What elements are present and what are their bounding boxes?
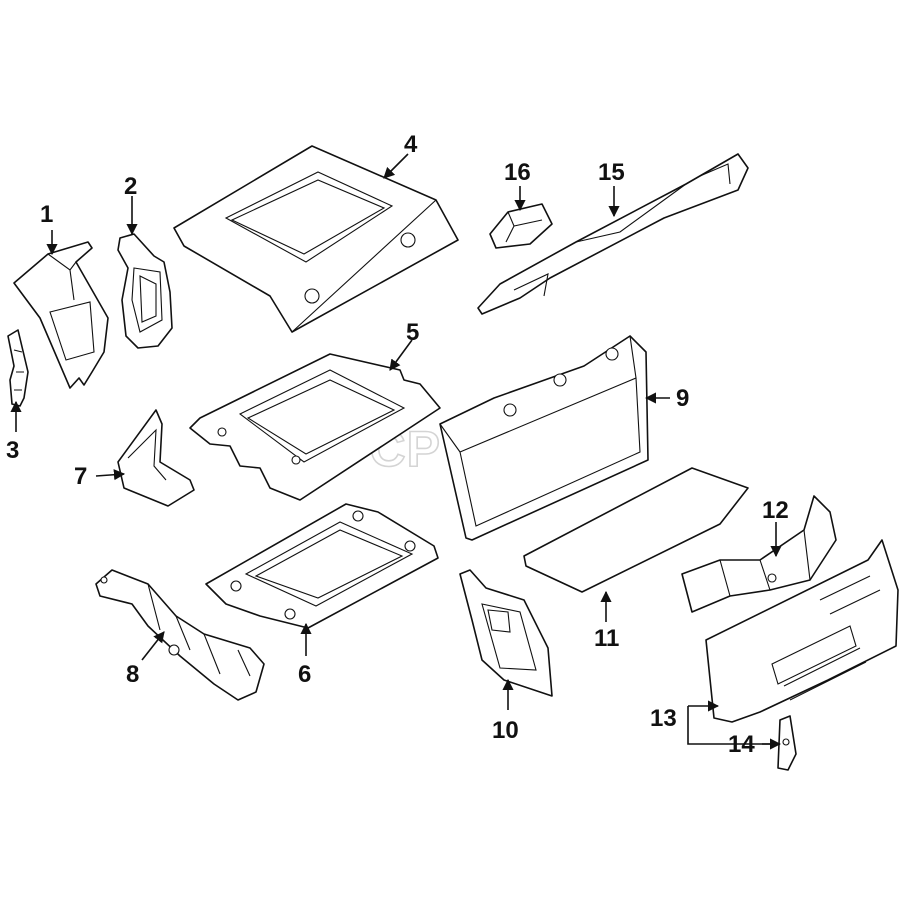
callout-9: 9 bbox=[676, 385, 689, 412]
leader-7 bbox=[95, 469, 126, 481]
part-6 bbox=[205, 503, 439, 629]
part-1 bbox=[13, 241, 109, 389]
leader-8 bbox=[141, 631, 165, 661]
part-13 bbox=[705, 539, 899, 723]
callout-13: 13 bbox=[650, 705, 677, 732]
callout-16: 16 bbox=[504, 159, 531, 186]
callout-1: 1 bbox=[40, 201, 53, 228]
callout-5: 5 bbox=[406, 319, 419, 346]
part-10 bbox=[459, 569, 553, 697]
callout-4: 4 bbox=[404, 131, 418, 158]
callouts: 1 2 3 4 5 6 7 8 9 10 11 12 13 14 15 16 bbox=[6, 131, 789, 758]
part-5 bbox=[189, 353, 441, 501]
part-2 bbox=[117, 233, 173, 349]
callout-10: 10 bbox=[492, 717, 519, 744]
part-8 bbox=[95, 569, 265, 701]
leader-4 bbox=[383, 153, 409, 179]
leader-13 bbox=[687, 706, 780, 745]
part-12 bbox=[681, 495, 837, 613]
part-16 bbox=[489, 203, 553, 249]
callout-7: 7 bbox=[74, 463, 87, 490]
part-15 bbox=[477, 153, 749, 315]
callout-14: 14 bbox=[728, 731, 755, 758]
part-11 bbox=[523, 467, 749, 593]
callout-6: 6 bbox=[298, 661, 311, 688]
part-14 bbox=[777, 715, 797, 771]
part-4 bbox=[173, 145, 459, 333]
leader-5 bbox=[389, 339, 413, 371]
callout-2: 2 bbox=[124, 173, 137, 200]
part-3 bbox=[7, 329, 29, 407]
callout-8: 8 bbox=[126, 661, 139, 688]
callout-11: 11 bbox=[594, 625, 619, 652]
leaders bbox=[10, 153, 782, 750]
part-9 bbox=[439, 335, 649, 541]
part-7 bbox=[117, 409, 195, 507]
callout-12: 12 bbox=[762, 497, 789, 524]
callout-3: 3 bbox=[6, 437, 19, 464]
callout-15: 15 bbox=[598, 159, 625, 186]
